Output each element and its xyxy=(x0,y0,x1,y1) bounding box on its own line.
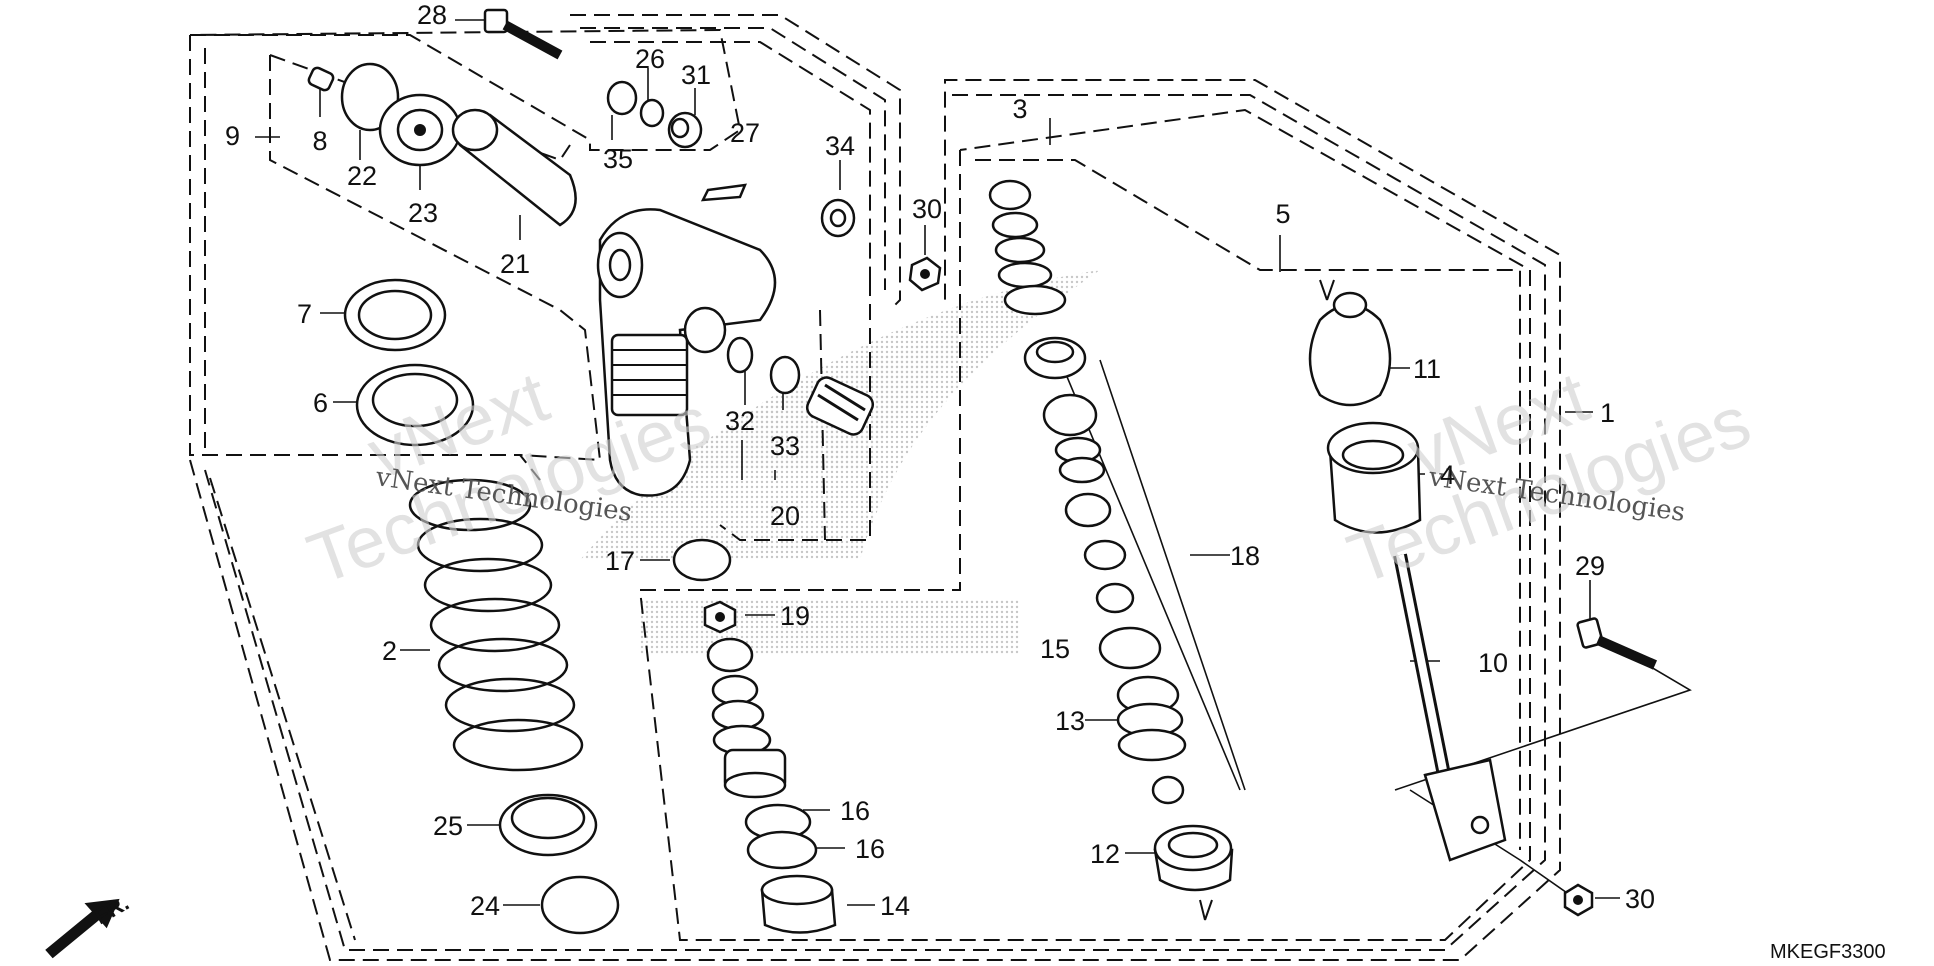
label-9: 9 xyxy=(225,121,240,151)
part-20-adjuster xyxy=(805,376,875,436)
label-2: 2 xyxy=(382,636,397,666)
label-23: 23 xyxy=(408,198,438,228)
label-5: 5 xyxy=(1275,199,1290,229)
part-35-seal xyxy=(606,80,638,116)
valve-stack-right xyxy=(1023,336,1135,614)
label-34: 34 xyxy=(825,131,855,161)
part-12-bottom-cap xyxy=(1153,824,1234,892)
label-19: 19 xyxy=(780,601,810,631)
part-27-label xyxy=(700,183,747,202)
part-33-o-ring xyxy=(769,355,801,395)
part-16-ring-b xyxy=(746,830,818,870)
part-8-valve xyxy=(307,66,335,92)
label-26: 26 xyxy=(635,44,665,74)
part-19-nut xyxy=(703,600,737,634)
part-24-stopper-ring xyxy=(540,875,620,935)
part-32-o-ring xyxy=(726,336,754,374)
label-7: 7 xyxy=(297,299,312,329)
part-17-circlip xyxy=(672,538,732,582)
label-32: 32 xyxy=(725,406,755,436)
label-16-b: 16 xyxy=(855,834,885,864)
part-23-cap xyxy=(378,93,462,167)
part-30-nut-lower xyxy=(1563,883,1594,917)
part-2-spring xyxy=(408,478,584,772)
part-29-bolt xyxy=(1576,617,1658,670)
label-28: 28 xyxy=(417,0,447,30)
front-direction-arrow: FR. xyxy=(45,890,133,959)
label-6: 6 xyxy=(313,388,328,418)
front-direction-label: FR. xyxy=(90,890,133,929)
part-labels: 9 8 22 23 21 28 35 26 31 27 34 30 3 5 7 … xyxy=(225,0,1655,921)
valve-small-ring xyxy=(1151,775,1185,805)
part-14-bushing xyxy=(760,874,837,934)
label-31: 31 xyxy=(681,60,711,90)
part-4-reservoir xyxy=(1326,421,1422,534)
label-4: 4 xyxy=(1440,460,1455,490)
label-3: 3 xyxy=(1012,94,1027,124)
label-14: 14 xyxy=(880,891,910,921)
label-30-lower: 30 xyxy=(1625,884,1655,914)
part-13-valve xyxy=(1116,675,1187,762)
label-10: 10 xyxy=(1478,648,1508,678)
watermarks: vNext Technologies vNext Technologies vN… xyxy=(298,357,1760,600)
label-8: 8 xyxy=(312,126,327,156)
part-28-bolt xyxy=(483,8,563,60)
part-31-bushing xyxy=(667,111,703,149)
label-17: 17 xyxy=(605,546,635,576)
part-26-o-ring xyxy=(639,98,665,128)
part-15-ring xyxy=(1098,626,1162,670)
label-20: 20 xyxy=(770,501,800,531)
part-3-bump-rubber xyxy=(988,179,1067,316)
part-21-bladder xyxy=(451,108,577,227)
bottom-arrow-marker xyxy=(1199,899,1213,921)
part-7-locknut xyxy=(343,278,447,352)
label-11: 11 xyxy=(1413,354,1441,384)
label-33: 33 xyxy=(770,431,800,461)
part-11-cap xyxy=(1308,291,1392,407)
label-18: 18 xyxy=(1230,541,1260,571)
part-6-adjuster-nut xyxy=(355,363,475,447)
top-arrow-marker xyxy=(1319,279,1335,301)
damper-body xyxy=(596,208,777,497)
label-22: 22 xyxy=(347,161,377,191)
label-35: 35 xyxy=(603,144,633,174)
label-15: 15 xyxy=(1040,634,1070,664)
label-16-a: 16 xyxy=(840,796,870,826)
part-34-collar xyxy=(820,198,856,238)
label-24: 24 xyxy=(470,891,500,921)
label-25: 25 xyxy=(433,811,463,841)
part-30-nut-upper xyxy=(908,256,942,292)
label-29: 29 xyxy=(1575,551,1605,581)
valve-stack-left xyxy=(706,637,787,799)
diagram-code: MKEGF3300 xyxy=(1770,941,1886,963)
label-30-upper: 30 xyxy=(912,194,942,224)
part-10-piston-rod xyxy=(1393,553,1507,862)
parts xyxy=(307,8,1658,935)
label-12: 12 xyxy=(1090,839,1120,869)
label-1: 1 xyxy=(1600,398,1615,428)
label-21: 21 xyxy=(500,249,530,279)
label-13: 13 xyxy=(1055,706,1085,736)
label-27: 27 xyxy=(730,118,760,148)
part-25-spring-seat xyxy=(498,793,598,857)
